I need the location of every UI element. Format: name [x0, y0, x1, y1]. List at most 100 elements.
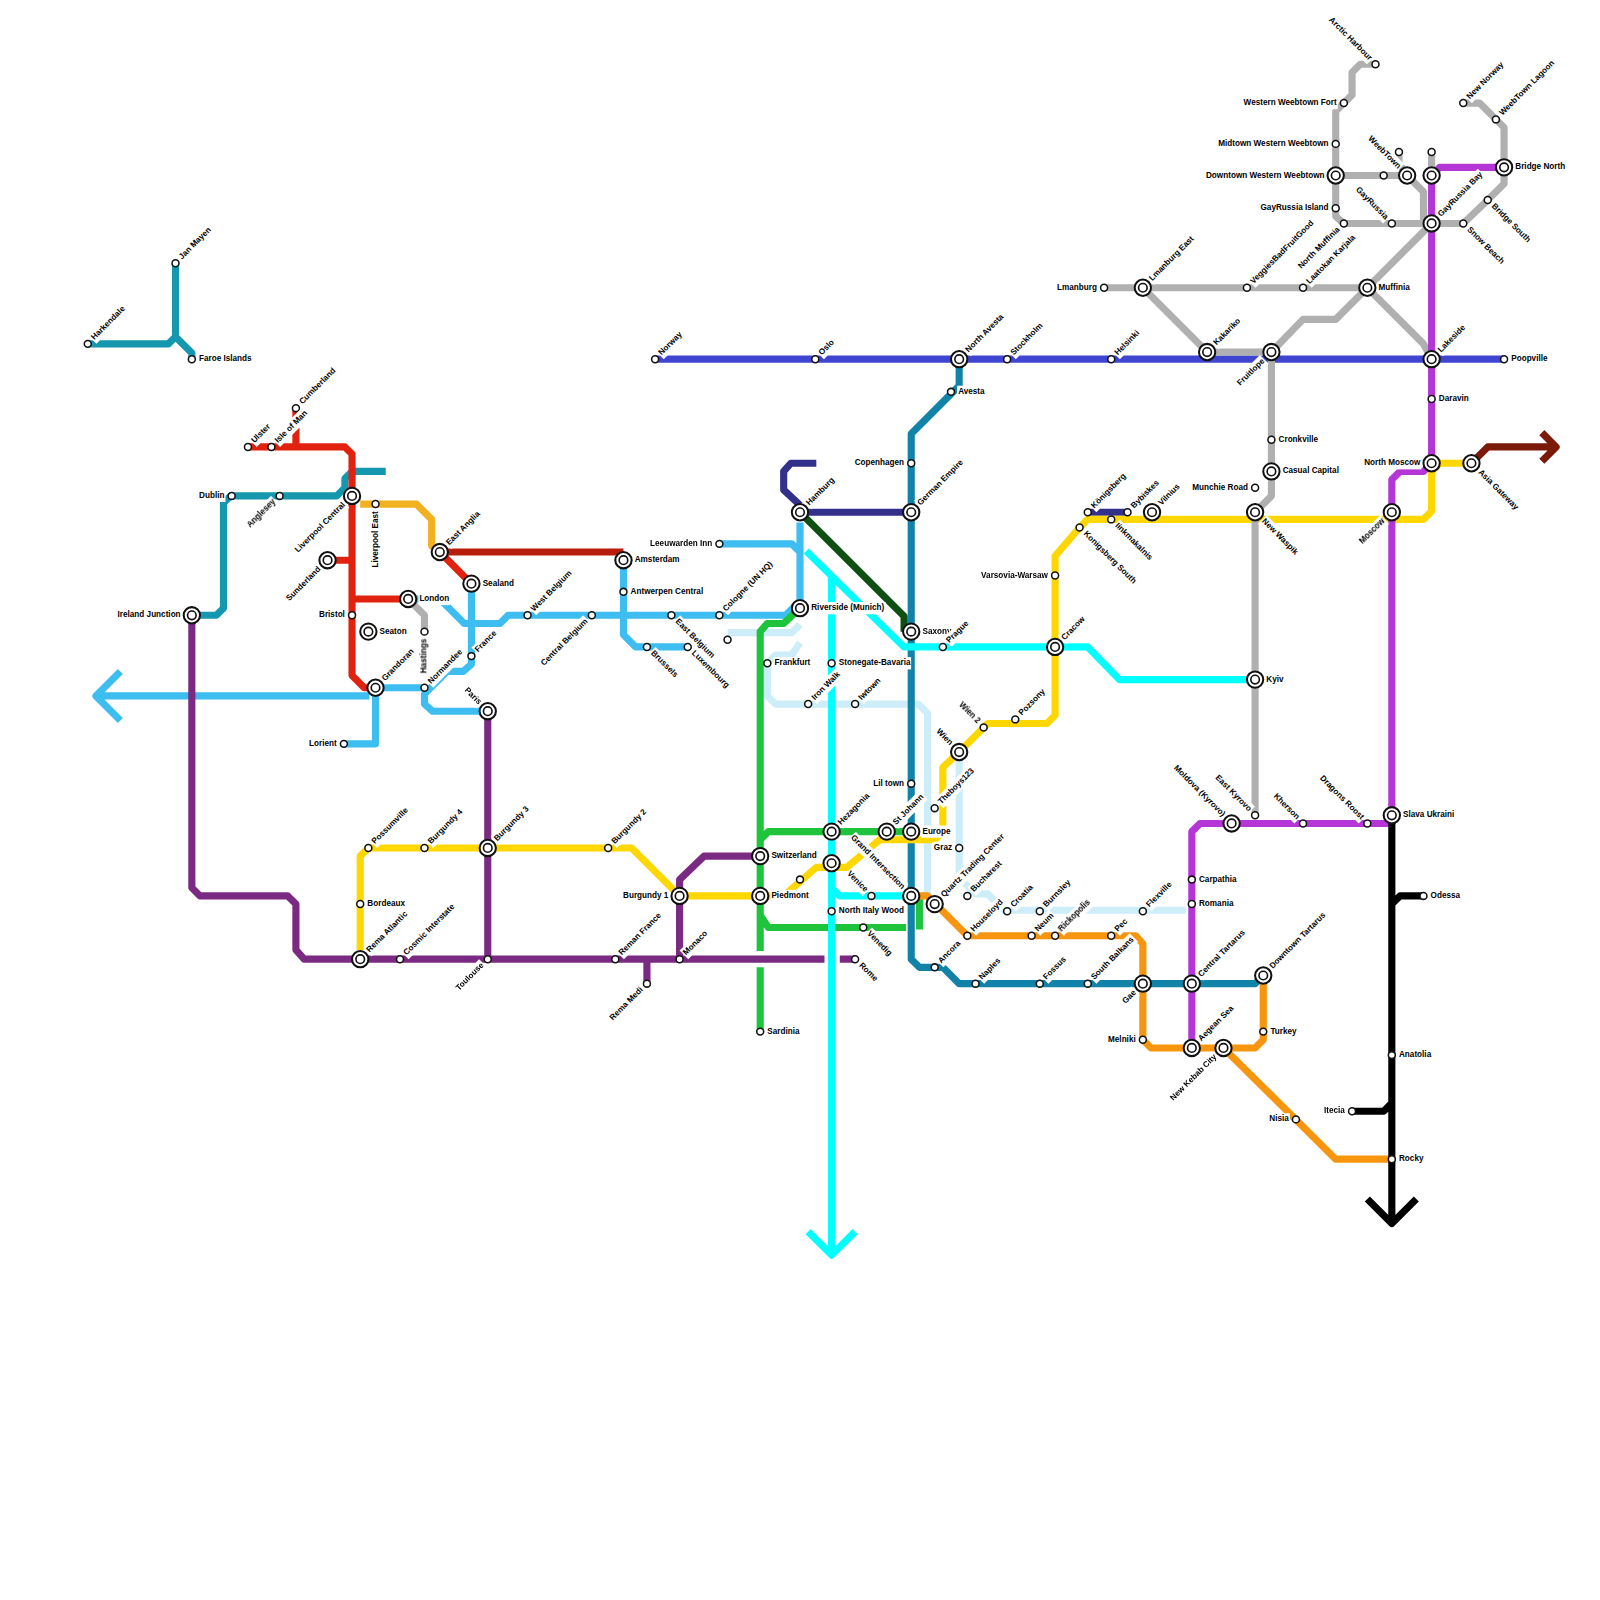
station-label: Downtown Tartarus — [1266, 909, 1330, 973]
station-label: Aegean Sea — [1195, 1002, 1238, 1045]
interchange-ring — [1144, 504, 1160, 520]
station-label: Lmanburg — [1056, 282, 1098, 294]
interchange-ring — [352, 951, 368, 967]
station-dot — [1036, 980, 1043, 987]
interchange-ring — [903, 888, 919, 904]
interchange-core — [1267, 467, 1276, 476]
station-label: New Norway — [1463, 59, 1507, 103]
station-label: Cologne (UN HQ) — [719, 558, 776, 615]
interchange-ring — [1423, 455, 1439, 471]
interchange-core — [796, 508, 805, 517]
interchange-core — [1388, 811, 1397, 820]
station-dot — [643, 980, 650, 987]
station-label: Leeuwarden Inn — [649, 538, 713, 550]
station-label: Grandoran — [378, 645, 418, 685]
station-dot — [1076, 524, 1083, 531]
station-label: Asia Gateway — [1474, 466, 1522, 514]
station-dot — [764, 660, 771, 667]
station-dot — [931, 805, 938, 812]
interchange-ring — [1263, 463, 1279, 479]
station-dot — [980, 724, 987, 731]
interchange-ring — [1423, 215, 1439, 231]
interchange-ring — [1184, 1040, 1200, 1056]
station-label: GayRussia — [1352, 184, 1392, 224]
interchange-ring — [671, 888, 687, 904]
station-dot — [1340, 220, 1347, 227]
interchange-ring — [1384, 807, 1400, 823]
interchange-core — [323, 556, 332, 565]
interchange-ring — [1199, 344, 1215, 360]
station-label: Kakariko — [1210, 315, 1244, 349]
station-dot — [1084, 509, 1091, 516]
station-label: Helsinki — [1111, 327, 1143, 359]
interchange-ring — [792, 600, 808, 616]
station-dot — [1460, 100, 1467, 107]
station-label: Europe — [921, 826, 951, 838]
interchange-ring — [1399, 167, 1415, 183]
station-label: Burgundy 3 — [491, 803, 533, 845]
station-dot — [1332, 140, 1339, 147]
station-dot — [1052, 932, 1059, 939]
station-label: Hezagonia — [835, 790, 874, 829]
interchange-core — [882, 827, 891, 836]
station-label: Cronkville — [1278, 434, 1320, 446]
interchange-core — [756, 892, 765, 901]
interchange-ring — [1047, 639, 1063, 655]
station-dot — [244, 443, 251, 450]
station-dot — [605, 844, 612, 851]
interchange-ring — [1359, 280, 1375, 296]
interchange-core — [827, 859, 836, 868]
station-dot — [1372, 61, 1379, 68]
station-dot — [276, 492, 283, 499]
interchange-core — [1227, 819, 1236, 828]
route-line — [655, 356, 1504, 363]
interchange-core — [827, 827, 836, 836]
station-label: Sealand — [482, 578, 515, 590]
interchange-ring — [903, 504, 919, 520]
interchange-core — [1427, 219, 1436, 228]
interchange-ring — [615, 552, 631, 568]
interchange-core — [371, 683, 380, 692]
station-dot — [1252, 812, 1259, 819]
station-label: Prague — [943, 617, 973, 647]
station-dot — [724, 636, 731, 643]
station-label: Varsovia-Warsaw — [980, 569, 1049, 581]
station-label: Lorient — [308, 738, 338, 750]
interchange-ring — [879, 823, 895, 839]
station-label: Possumville — [368, 804, 412, 848]
station-dot — [620, 588, 627, 595]
station-dot — [1428, 149, 1435, 156]
station-label: Ireland Junction — [117, 609, 182, 621]
station-label: Downtown Western Weebtown — [1205, 169, 1326, 181]
interchange-ring — [1184, 976, 1200, 992]
station-dot — [852, 701, 859, 708]
station-label: East Anglia — [443, 508, 484, 549]
interchange-ring — [951, 351, 967, 367]
interchange-core — [1467, 459, 1476, 468]
station-label: Liverpool East — [369, 510, 381, 568]
station-label: Burgundy 4 — [424, 806, 466, 848]
station-label: Dublin — [198, 490, 225, 502]
interchange-ring — [1328, 167, 1344, 183]
station-dot — [652, 356, 659, 363]
station-dot — [1101, 284, 1108, 291]
station-label: Iwtown — [855, 674, 885, 704]
station-label: Copenhagen — [854, 457, 905, 469]
station-label: Romania — [1198, 898, 1235, 910]
station-label: Faroe Islands — [198, 353, 253, 365]
interchange-core — [1188, 979, 1197, 988]
station-label: Central Belgium — [537, 615, 591, 669]
station-dot — [421, 844, 428, 851]
station-dot — [1484, 197, 1491, 204]
station-dot — [1380, 172, 1387, 179]
station-label: Muffinia — [1378, 282, 1411, 294]
interchange-ring — [480, 703, 496, 719]
station-label: Cumberland — [296, 364, 340, 408]
station-label: Turkey — [1269, 1026, 1297, 1038]
interchange-ring — [463, 576, 479, 592]
interchange-ring — [1215, 1040, 1231, 1056]
interchange-core — [907, 892, 916, 901]
interchange-ring — [1135, 976, 1151, 992]
station-label: Lmanburg East — [1146, 233, 1198, 285]
